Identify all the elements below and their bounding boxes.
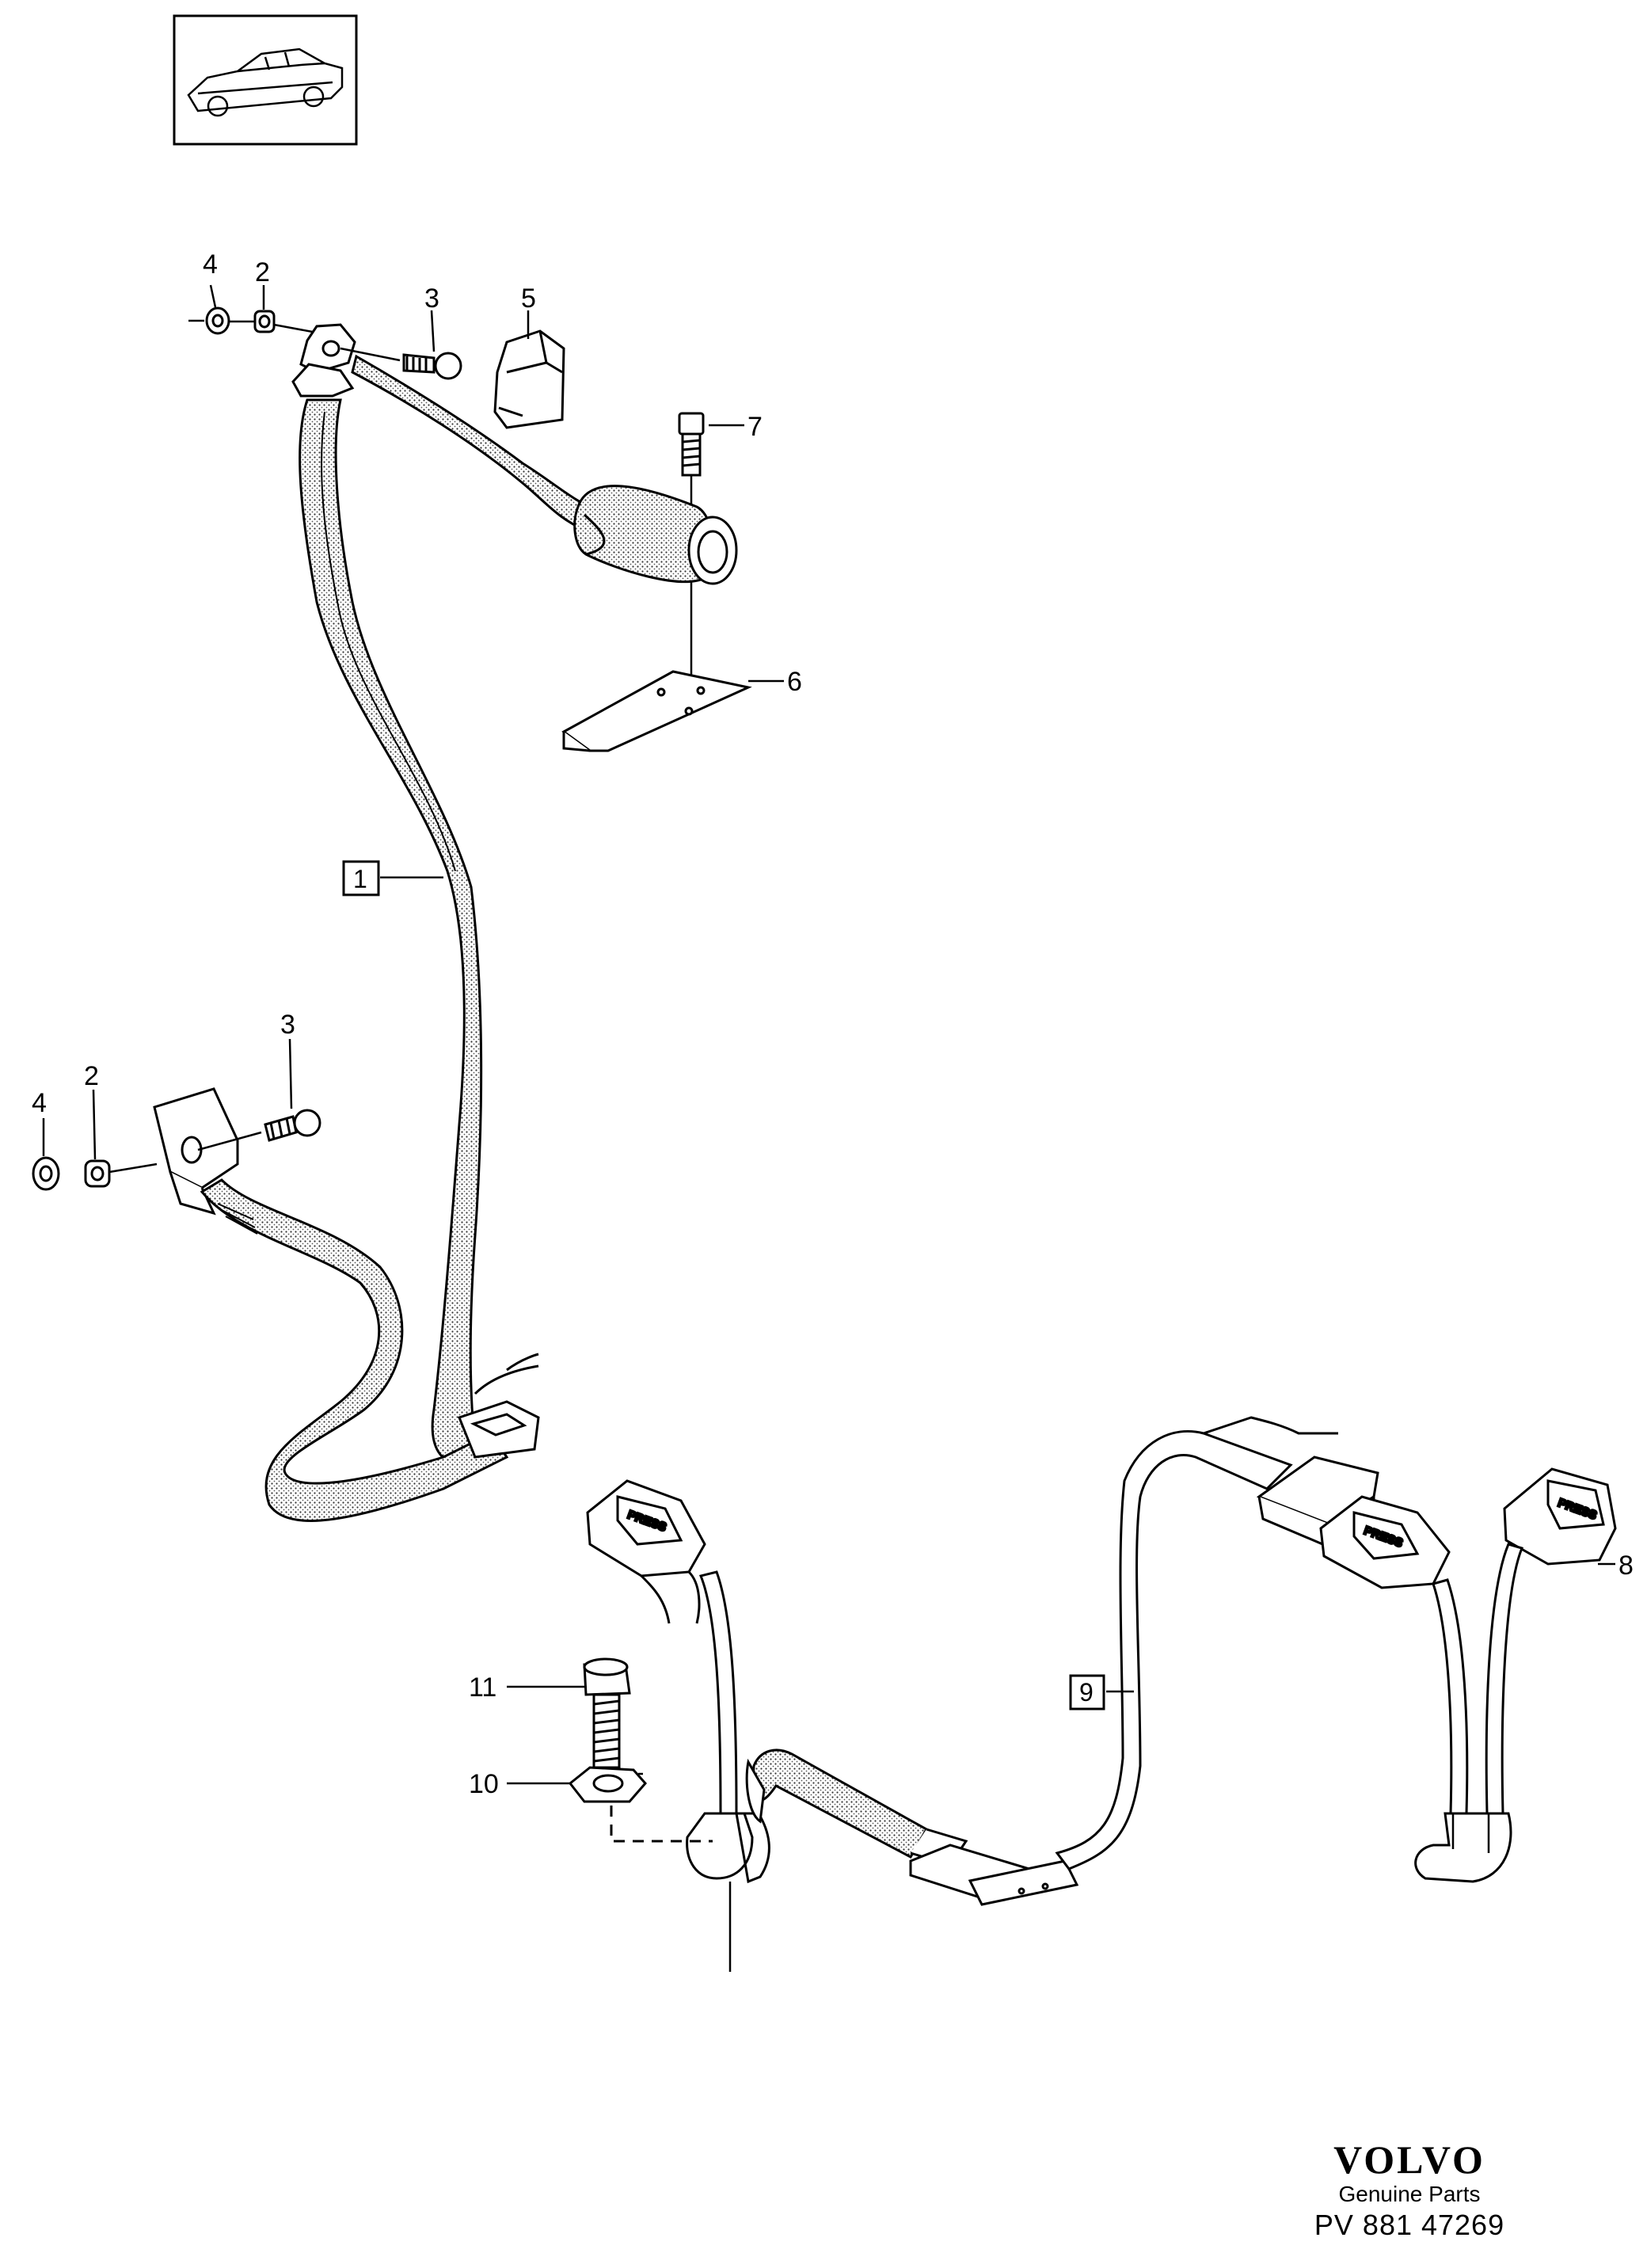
callout-7: 7: [747, 412, 763, 442]
spacer-lower: [84, 1159, 111, 1188]
callout-box-1: [342, 860, 380, 896]
retractor-bracket: [561, 670, 752, 752]
bolt-top: [340, 347, 462, 380]
leader-lines: [42, 284, 1615, 1785]
callout-8: 8: [1618, 1551, 1634, 1581]
center-strap: [745, 1749, 968, 1867]
callout-3-lower: 3: [280, 1010, 295, 1040]
callout-9: 9: [1079, 1678, 1094, 1707]
shoulder-belt: [299, 398, 483, 1463]
callout-1: 1: [353, 865, 367, 893]
callout-11: 11: [469, 1672, 496, 1703]
diagram-code: PV 881 47269: [1314, 2209, 1505, 2241]
washer-lower: [32, 1156, 60, 1191]
callout-5: 5: [521, 284, 536, 314]
callout-4-lower: 4: [32, 1088, 47, 1118]
stalk-anchor-right: [1414, 1812, 1512, 1883]
buckle-stalk-middle: [1432, 1578, 1469, 1815]
anchor-nut: [568, 1766, 647, 1803]
callout-2-top: 2: [255, 257, 270, 287]
trim-cover: [493, 329, 565, 429]
brand-block: VOLVO Genuine Parts PV 881 47269: [1299, 2138, 1520, 2243]
center-lap-belt: [1055, 1430, 1293, 1870]
callout-6: 6: [787, 667, 802, 697]
callout-box-9: [1069, 1674, 1105, 1711]
lower-anchor-plate: [153, 1087, 239, 1216]
bolt-lower: [197, 1109, 321, 1151]
callout-10: 10: [469, 1769, 499, 1799]
buckle-stalk-right: [1485, 1543, 1524, 1815]
buckle-right: PRESS: [1503, 1467, 1617, 1566]
buckle-stalk-left: [698, 1570, 738, 1815]
upper-anchor-plate: [291, 323, 356, 398]
strap-adjuster: [909, 1844, 1079, 1906]
callout-4-top: 4: [203, 249, 218, 280]
brand-subtitle: Genuine Parts: [1338, 2182, 1481, 2206]
belt-retractor: [573, 485, 738, 585]
stalk-anchor-left: [686, 1812, 770, 1884]
floor-bolt: [583, 1657, 631, 1769]
belt-tongue: [458, 1353, 540, 1459]
spacer-top: [253, 310, 276, 333]
buckle-left: PRESS: [586, 1479, 706, 1624]
assembly-dashed-line: [610, 1806, 713, 1843]
brand-name: VOLVO: [1333, 2137, 1485, 2182]
callout-2-lower: 2: [84, 1061, 99, 1091]
car-thumbnail-icon: [187, 48, 344, 117]
buckle-middle: PRESS: [1319, 1495, 1451, 1589]
callout-3-top: 3: [424, 284, 439, 314]
washer-top: [205, 306, 230, 335]
car-thumbnail: [173, 14, 358, 146]
